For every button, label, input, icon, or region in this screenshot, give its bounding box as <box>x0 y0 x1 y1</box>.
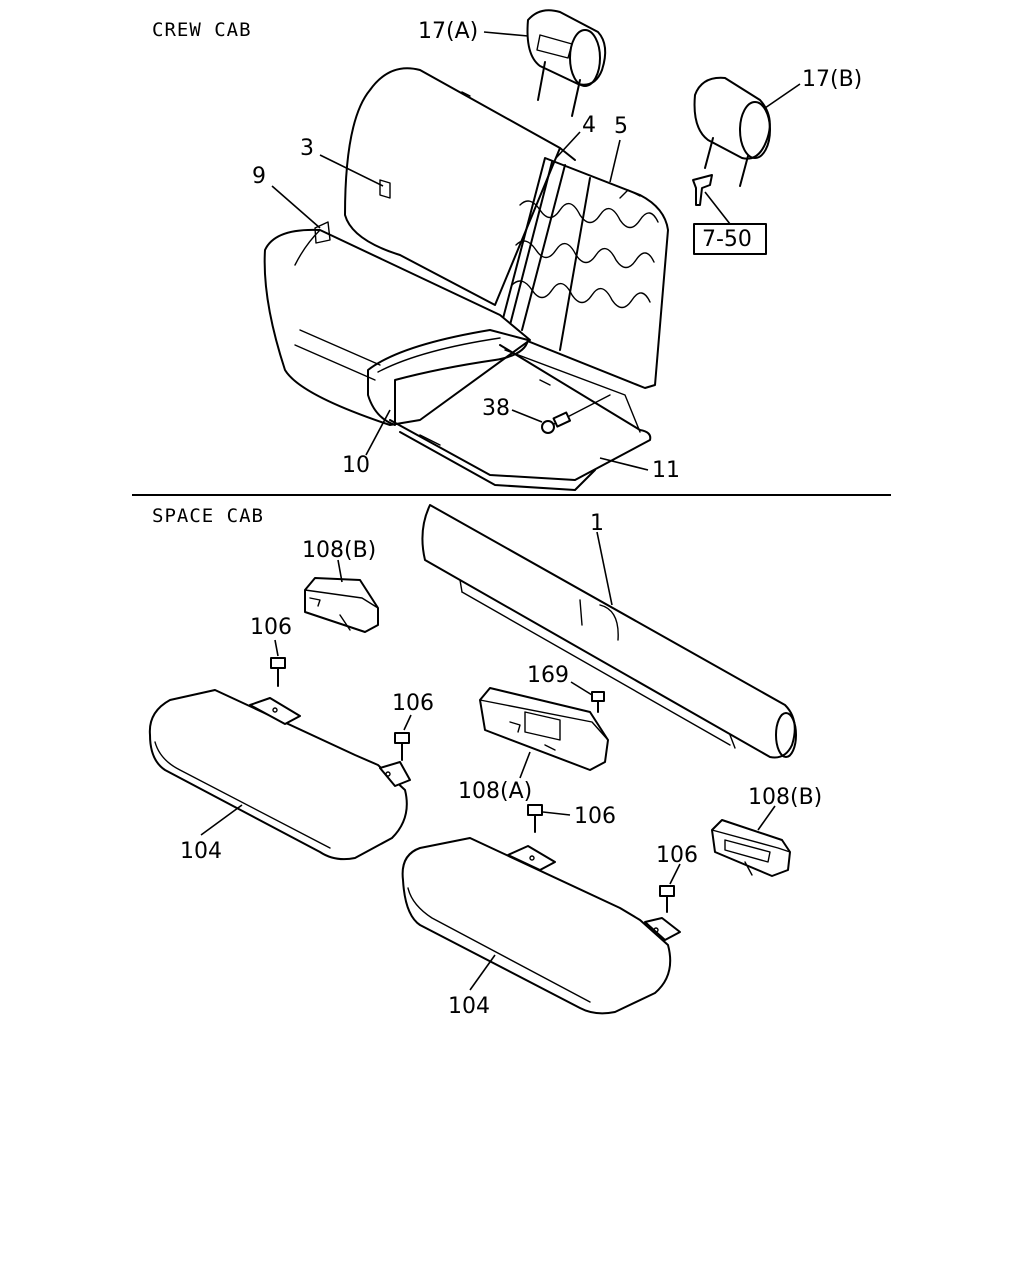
callout-9: 9 <box>252 164 266 189</box>
headrest-17b <box>693 76 771 187</box>
callout-108b-right: 108(B) <box>748 785 822 810</box>
crew-cab-leaders <box>271 31 801 471</box>
seat-cushion-104-left <box>148 689 411 861</box>
headrest-17a <box>526 9 607 117</box>
callout-106-a: 106 <box>250 615 292 640</box>
callout-7-50: 7-50 <box>702 227 752 252</box>
cushion-cover <box>367 329 529 426</box>
seat-cushion-104-right <box>401 837 681 1015</box>
callout-169: 169 <box>527 663 569 688</box>
callout-104-right: 104 <box>448 994 490 1019</box>
callout-5: 5 <box>614 114 628 139</box>
callout-38: 38 <box>482 396 510 421</box>
section-label-crew-cab: CREW CAB <box>152 19 252 41</box>
callout-108b-top: 108(B) <box>302 538 376 563</box>
bracket-108b-top <box>304 577 379 633</box>
seat-cushion <box>263 221 531 426</box>
bolt-106-c <box>527 804 543 833</box>
bracket-108a <box>479 687 609 771</box>
callout-106-c: 106 <box>574 804 616 829</box>
callout-17a: 17(A) <box>418 19 478 44</box>
callout-4: 4 <box>582 113 596 138</box>
bracket-108b-right <box>711 819 791 877</box>
bolt-106-b <box>394 732 410 761</box>
callout-108a: 108(A) <box>458 779 532 804</box>
seat-back <box>344 67 576 306</box>
space-cab-leaders <box>200 531 776 991</box>
callout-106-d: 106 <box>656 843 698 868</box>
bolt-106-a <box>270 657 286 687</box>
bench-cushion-1 <box>421 504 797 759</box>
cushion-frame <box>389 344 652 491</box>
callout-10: 10 <box>342 453 370 478</box>
callout-1: 1 <box>590 511 604 536</box>
bolt-106-d <box>659 885 675 913</box>
callout-106-b: 106 <box>392 691 434 716</box>
seat-back-frame <box>499 157 669 389</box>
section-label-space-cab: SPACE CAB <box>152 505 264 527</box>
callout-104-left: 104 <box>180 839 222 864</box>
callout-17b: 17(B) <box>802 67 862 92</box>
bolt-38 <box>541 394 611 434</box>
bolt-169 <box>591 691 605 713</box>
callout-11: 11 <box>652 458 680 483</box>
callout-3: 3 <box>300 136 314 161</box>
